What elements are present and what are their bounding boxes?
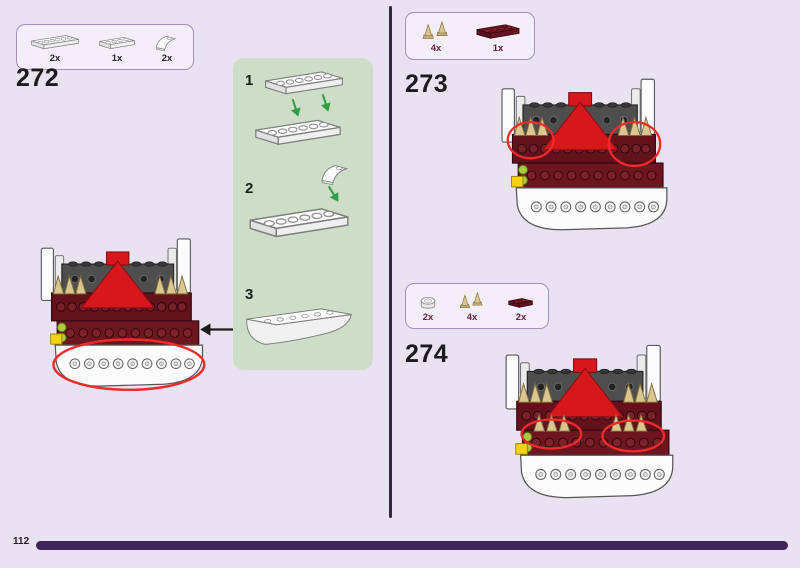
page-number: 112	[13, 536, 30, 547]
substep-2-plate	[247, 204, 351, 243]
substep-3-label: 3	[245, 286, 254, 303]
substep-2-label: 2	[245, 180, 254, 197]
assembly-substeps-panel: 1 2 3	[233, 58, 373, 370]
parts-callout-step-274: 2x 4x 2x	[405, 283, 549, 329]
model-273-illustration	[478, 64, 688, 245]
part-count: 2x	[49, 53, 61, 64]
slope-curved-white-icon	[154, 32, 180, 52]
plate-1x4-white-icon	[98, 34, 136, 52]
part-count: 2x	[161, 53, 173, 64]
parts-callout-step-273: 4x 1x	[405, 12, 535, 60]
part-plate-round-white: 2x	[419, 294, 437, 323]
part-count: 1x	[492, 43, 504, 54]
plate-round-white-icon	[419, 294, 437, 311]
plate-1x6-white-icon	[30, 33, 80, 52]
substep-1-plate-top	[263, 68, 345, 99]
part-tooth-tan: 4x	[457, 291, 487, 323]
model-272-illustration	[18, 224, 206, 392]
part-count: 2x	[515, 312, 527, 323]
tooth-tan-icon	[459, 292, 483, 309]
part-count: 4x	[430, 43, 442, 54]
substep-1-plate-bottom	[253, 116, 343, 150]
part-plate-1x4-dark-red: 1x	[475, 21, 521, 54]
part-slope-curved-white: 2x	[154, 32, 180, 64]
plate-1x4-dark-red-icon	[475, 21, 521, 42]
progress-bar	[36, 541, 788, 550]
plate-1x2-dark-red-icon	[507, 293, 535, 311]
substep-1-label: 1	[245, 72, 254, 89]
assembly-arrow-left-icon	[200, 322, 234, 337]
part-plate-1x2-dark-red: 2x	[507, 293, 535, 323]
part-count: 2x	[422, 312, 434, 323]
section-divider	[389, 6, 392, 518]
part-tooth-tan: 4x	[419, 20, 453, 54]
substep-3-curved-hull-piece	[243, 304, 355, 353]
step-273-number: 273	[405, 70, 449, 98]
part-count: 4x	[466, 312, 478, 323]
step-272-number: 272	[16, 64, 60, 92]
parts-callout-step-272: 2x 1x 2x	[16, 24, 194, 70]
step-274-number: 274	[405, 340, 449, 368]
substep-2-slope-piece	[319, 160, 353, 186]
part-count: 1x	[111, 53, 123, 64]
part-plate-1x4-white: 1x	[98, 34, 136, 64]
part-plate-1x6-white: 2x	[30, 33, 80, 64]
model-274-illustration	[482, 330, 694, 513]
tooth-tan-icon	[422, 21, 448, 39]
